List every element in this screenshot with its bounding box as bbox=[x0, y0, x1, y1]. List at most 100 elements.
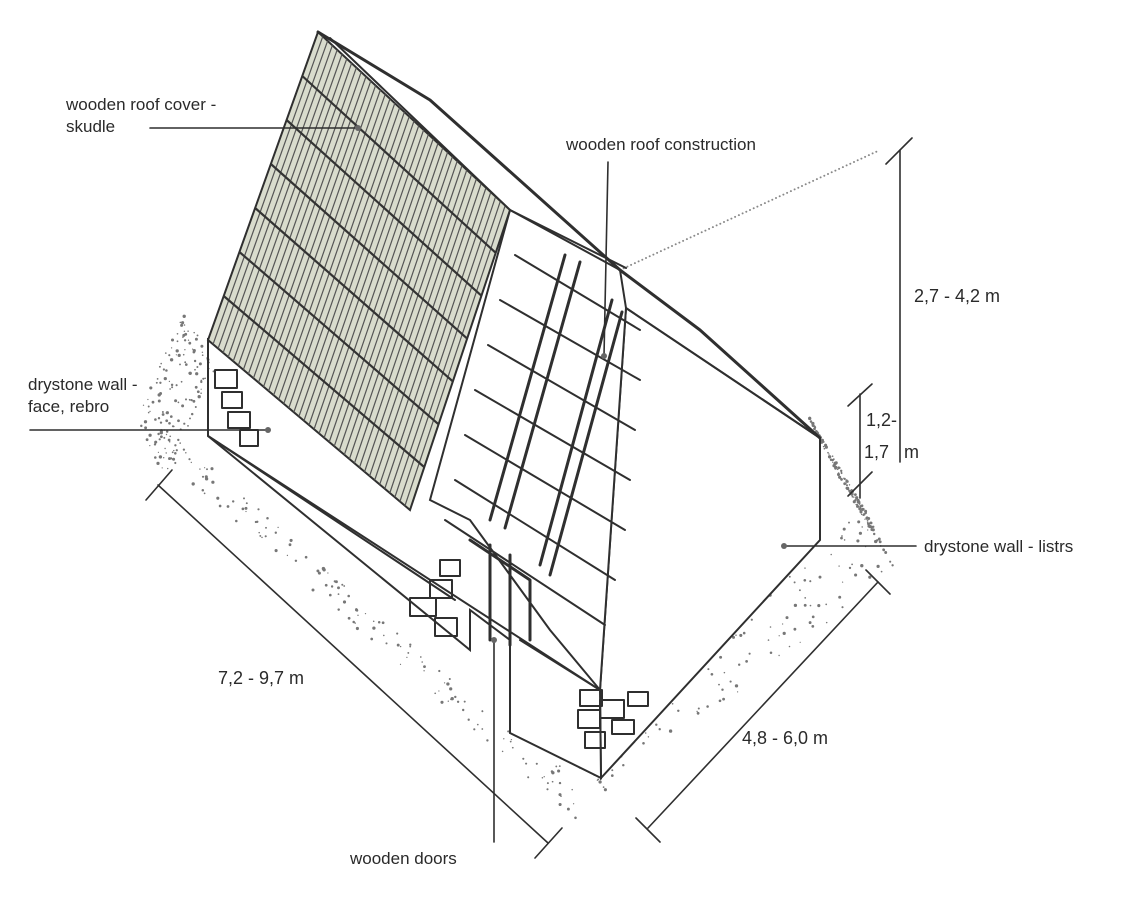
shingle-line bbox=[262, 80, 372, 387]
ground-speck bbox=[264, 535, 267, 538]
leader-drystone-listrs-dot bbox=[781, 543, 787, 549]
guide-dot bbox=[663, 248, 666, 251]
ground-speck bbox=[167, 467, 169, 470]
ground-speck bbox=[729, 680, 732, 683]
ground-speck bbox=[192, 399, 196, 403]
ground-speck bbox=[834, 465, 838, 470]
ground-speck bbox=[184, 361, 187, 364]
ground-speck bbox=[798, 589, 801, 592]
guide-dot bbox=[856, 159, 859, 162]
ground-speck bbox=[190, 398, 193, 402]
ground-speck bbox=[169, 358, 174, 362]
ground-speck bbox=[396, 643, 400, 647]
guide-dot bbox=[819, 176, 822, 179]
ground-speck bbox=[185, 363, 188, 366]
ground-speck bbox=[149, 386, 153, 390]
ground-speck bbox=[793, 581, 796, 584]
ground-speck bbox=[184, 398, 188, 401]
ground-speck bbox=[204, 475, 208, 479]
ground-speck bbox=[809, 420, 813, 423]
ground-speck bbox=[858, 531, 863, 535]
ground-speck bbox=[261, 536, 263, 539]
roof-ridge-2 bbox=[329, 37, 627, 269]
gable-edge bbox=[625, 307, 821, 439]
ground-speck bbox=[190, 461, 192, 464]
ground-speck bbox=[241, 507, 245, 511]
guide-dot bbox=[752, 207, 755, 210]
ground-speck bbox=[200, 344, 204, 348]
guide-dot bbox=[741, 212, 744, 215]
ground-speck bbox=[160, 362, 162, 365]
shingle-line bbox=[404, 205, 506, 506]
roof-cover bbox=[206, 30, 512, 512]
ground-speck bbox=[748, 652, 751, 655]
ground-speck bbox=[830, 553, 832, 556]
shingle-line bbox=[348, 156, 453, 460]
ground-speck bbox=[194, 405, 197, 409]
shingle-line bbox=[293, 107, 401, 413]
ground-speck bbox=[546, 782, 549, 785]
ground-speck bbox=[828, 453, 830, 455]
ground-speck bbox=[828, 456, 831, 459]
ground-speck bbox=[603, 788, 607, 792]
ground-speck bbox=[840, 478, 843, 481]
guide-dot bbox=[697, 233, 699, 235]
ground-speck bbox=[191, 348, 194, 350]
shingle-line bbox=[394, 196, 497, 498]
ground-speck bbox=[853, 496, 855, 498]
ground-speck bbox=[157, 432, 160, 436]
shingle-line bbox=[369, 174, 473, 477]
ground-speck bbox=[793, 627, 797, 631]
ground-speck bbox=[834, 463, 837, 466]
shingle-line bbox=[328, 138, 434, 443]
ground-speck bbox=[837, 472, 840, 474]
guide-dot bbox=[737, 214, 740, 217]
ground-speck bbox=[274, 531, 277, 534]
ground-speck bbox=[321, 566, 326, 571]
ground-speck bbox=[868, 575, 872, 579]
ground-speck bbox=[188, 341, 192, 345]
ground-speck bbox=[788, 575, 791, 578]
ground-speck bbox=[169, 415, 173, 418]
ground-speck bbox=[438, 669, 441, 673]
ground-speck bbox=[467, 718, 470, 721]
ground-speck bbox=[611, 769, 614, 772]
ground-speck bbox=[245, 510, 247, 513]
ground-speck bbox=[742, 631, 746, 635]
ground-speck bbox=[767, 639, 770, 641]
ground-speck bbox=[825, 621, 828, 624]
ground-speck bbox=[189, 417, 191, 420]
long-wall-base bbox=[207, 339, 601, 691]
ground-speck bbox=[216, 496, 220, 500]
guide-dot bbox=[730, 217, 733, 220]
ground-speck bbox=[510, 738, 513, 741]
ground-speck bbox=[201, 351, 204, 354]
ground-speck bbox=[571, 788, 573, 791]
ground-speck bbox=[164, 447, 166, 450]
ground-speck bbox=[163, 436, 166, 439]
ground-speck bbox=[333, 580, 336, 583]
ground-speck bbox=[155, 381, 158, 384]
ground-speck bbox=[824, 443, 827, 447]
ground-speck bbox=[809, 580, 812, 583]
ground-speck bbox=[848, 521, 850, 524]
guide-dot bbox=[641, 258, 644, 261]
ground-speck bbox=[182, 336, 184, 338]
ground-speck bbox=[265, 526, 267, 529]
ground-speck bbox=[206, 468, 208, 471]
dimension-height-wall-label-1: 1,2- bbox=[866, 410, 897, 430]
ground-speck bbox=[198, 362, 202, 366]
ground-speck bbox=[211, 480, 215, 484]
roof-ridge bbox=[316, 30, 822, 440]
ground-speck bbox=[385, 642, 388, 645]
ground-speck bbox=[852, 500, 856, 504]
ground-speck bbox=[785, 616, 789, 620]
guide-dot bbox=[749, 209, 751, 211]
ground-speck bbox=[158, 438, 161, 441]
ground-speck bbox=[147, 398, 149, 401]
ground-speck bbox=[769, 626, 772, 628]
ground-speck bbox=[341, 583, 344, 586]
guide-dot bbox=[715, 224, 718, 227]
ground-speck bbox=[200, 392, 202, 394]
ground-speck bbox=[347, 616, 351, 620]
